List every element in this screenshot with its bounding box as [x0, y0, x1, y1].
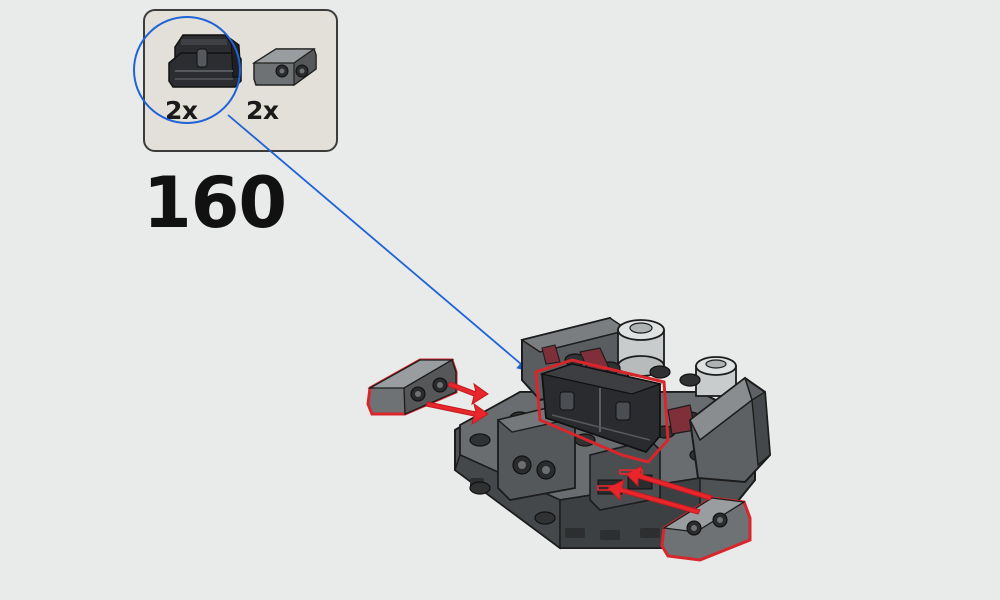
highlight-circle	[133, 16, 241, 124]
placement-arrow-right	[597, 465, 713, 515]
parts-list-callout: 2x 2x	[143, 9, 338, 152]
black-bracket-1x2-icon	[168, 34, 242, 88]
part-quantity: 2x	[246, 96, 279, 125]
placed-black-bracket	[534, 358, 670, 464]
grey-bracket-plate-1x2-icon	[251, 48, 317, 87]
placement-arrow-left	[425, 381, 489, 426]
placed-grey-bracket-right	[660, 496, 752, 562]
leader-line	[227, 114, 530, 372]
step-number: 160	[143, 162, 287, 244]
placed-grey-bracket-left	[366, 358, 458, 416]
